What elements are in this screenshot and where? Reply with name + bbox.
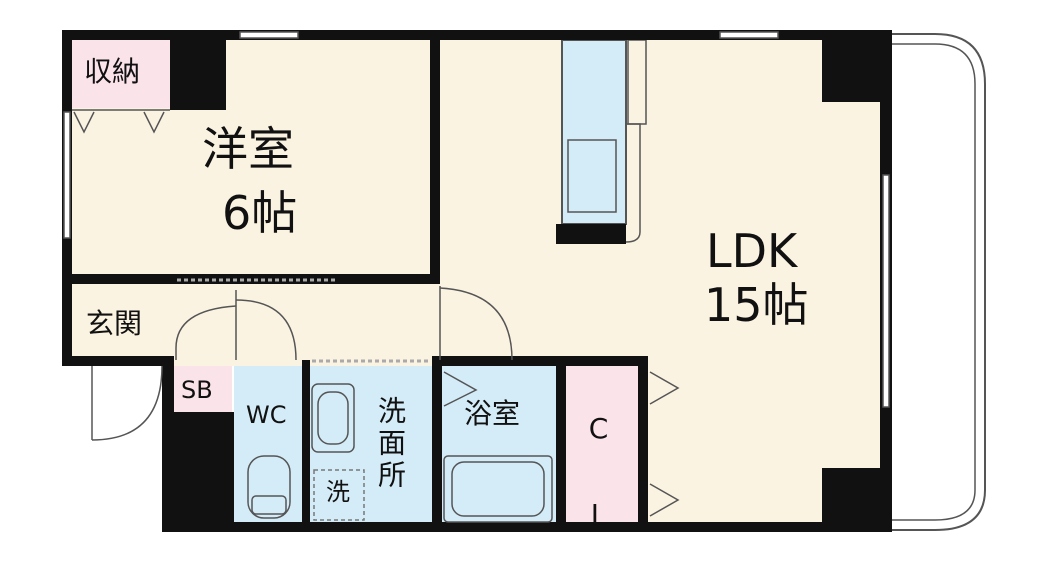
washer-label: 洗 bbox=[326, 478, 350, 506]
washroom-label: 洗面所 bbox=[374, 396, 407, 492]
hall-floor bbox=[70, 282, 440, 366]
storage-label: 収納 bbox=[84, 55, 141, 88]
bathroom-floor bbox=[440, 366, 562, 528]
shoebox-floor bbox=[170, 366, 232, 412]
entrance-door bbox=[91, 365, 163, 441]
closet-floor bbox=[566, 366, 638, 528]
toilet-label: WC bbox=[246, 401, 287, 429]
washroom-floor bbox=[308, 366, 436, 528]
storage-floor bbox=[70, 38, 170, 108]
balcony bbox=[890, 33, 986, 531]
ldk-size: 15帖 bbox=[704, 278, 809, 332]
washer-space bbox=[313, 469, 365, 521]
entrance-label: 玄関 bbox=[86, 307, 143, 340]
bathroom-label: 浴室 bbox=[464, 397, 521, 430]
western-room-name: 洋室 bbox=[202, 122, 294, 176]
toilet-floor bbox=[234, 366, 306, 528]
closet-label: C L bbox=[582, 412, 615, 541]
bathtub bbox=[443, 455, 553, 523]
washbasin bbox=[311, 383, 355, 453]
toilet-fixture bbox=[247, 455, 291, 519]
shoebox-label: SB bbox=[181, 376, 213, 404]
walls bbox=[62, 30, 892, 532]
ldk-name: LDK bbox=[706, 224, 798, 278]
western-room-size: 6帖 bbox=[222, 186, 298, 240]
